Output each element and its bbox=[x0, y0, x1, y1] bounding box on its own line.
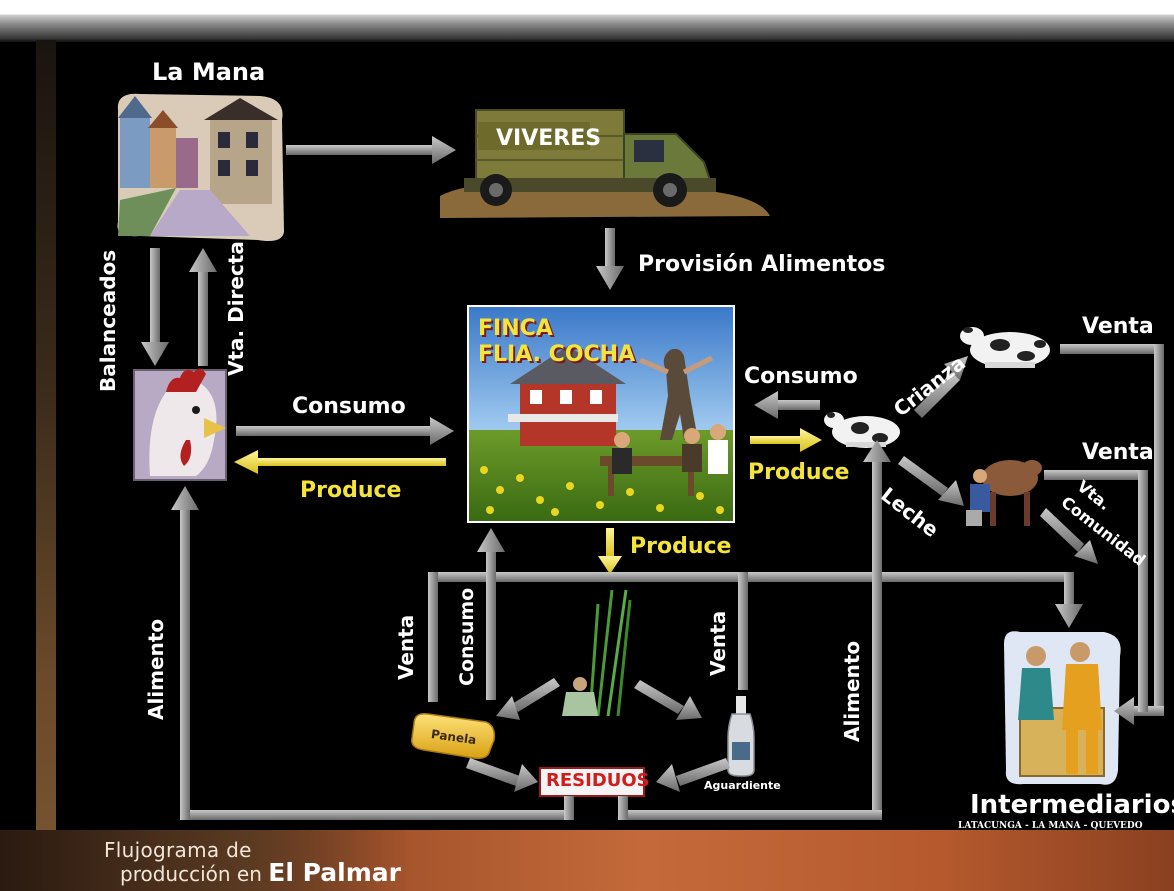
footer-title-prefix: producción en bbox=[120, 862, 262, 886]
label-consumo-left: Consumo bbox=[292, 394, 406, 419]
footer-title-line1: Flujograma de bbox=[104, 838, 252, 862]
cow-illustration-center bbox=[824, 412, 900, 448]
truck-illustration bbox=[440, 109, 770, 218]
farm-photo bbox=[467, 305, 735, 523]
left-accent-bar bbox=[36, 40, 56, 891]
footer-title-bold: El Palmar bbox=[268, 858, 401, 887]
label-venta-top: Venta bbox=[1082, 314, 1154, 339]
town-illustration bbox=[117, 93, 284, 241]
intermediarios-subtitle: LATACUNGA - LA MANA - QUEVEDO bbox=[958, 821, 1143, 831]
bottle-illustration bbox=[727, 696, 755, 777]
label-venta-panela: Venta bbox=[394, 614, 418, 680]
label-consumo-right: Consumo bbox=[744, 364, 858, 389]
sugarcane-illustration bbox=[562, 589, 632, 717]
finca-label-line2: FLIA. COCHA bbox=[478, 342, 636, 367]
top-band bbox=[0, 0, 1174, 42]
footer-title-line2: producción en El Palmar bbox=[120, 858, 401, 887]
arrows bbox=[141, 136, 1164, 820]
label-vta-directa: Vta. Directa bbox=[224, 241, 248, 376]
label-produce-right: Produce bbox=[748, 460, 850, 485]
aguardiente-label: Aguardiente bbox=[704, 779, 781, 792]
cow-illustration-crianza bbox=[960, 327, 1050, 368]
finca-label-line1: FINCA bbox=[478, 316, 553, 341]
viveres-label: VIVERES bbox=[496, 126, 602, 151]
yellow-arrows bbox=[234, 428, 822, 574]
label-venta-mid: Venta bbox=[1082, 440, 1154, 465]
label-produce-left: Produce bbox=[300, 478, 402, 503]
label-alimento-right: Alimento bbox=[840, 640, 864, 742]
footer-band-shade bbox=[0, 830, 410, 891]
residuos-box bbox=[539, 767, 645, 797]
label-venta-aguardiente: Venta bbox=[706, 610, 730, 676]
label-provision-alimentos: Provisión Alimentos bbox=[638, 252, 886, 277]
label-consumo-panela: Consumo bbox=[456, 587, 478, 686]
intermediarios-title: Intermediarios bbox=[970, 790, 1174, 820]
milking-illustration bbox=[966, 460, 1042, 526]
label-alimento-left: Alimento bbox=[144, 618, 168, 720]
la-mana-title: La Mana bbox=[152, 58, 266, 86]
residuos-label: RESIDUOS bbox=[546, 770, 650, 791]
chicken-illustration bbox=[133, 368, 227, 481]
label-produce-down: Produce bbox=[630, 534, 732, 559]
workers-illustration bbox=[1004, 631, 1121, 785]
panela-illustration bbox=[411, 712, 496, 760]
label-balanceados: Balanceados bbox=[96, 249, 120, 392]
